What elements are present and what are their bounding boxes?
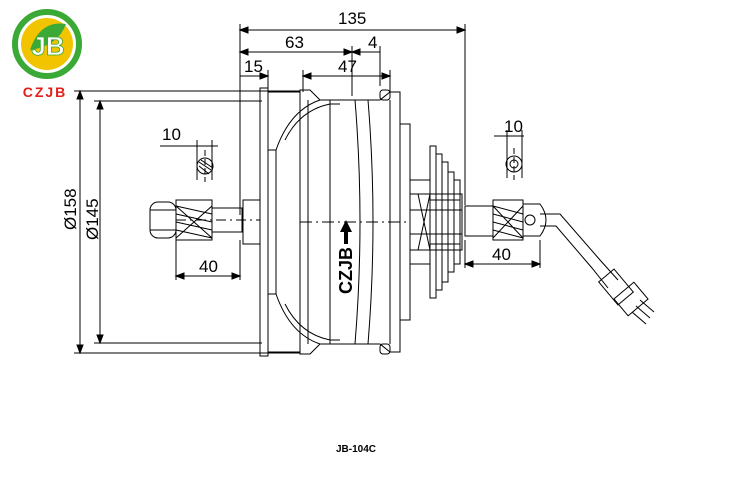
dim-diameter-outer: Ø158	[61, 188, 80, 230]
up-arrow-icon	[340, 220, 352, 244]
dim-right-axle-length: 40	[492, 245, 511, 264]
model-label: JB-104C	[336, 444, 376, 455]
dim-left-axle-thread: 10	[162, 125, 181, 144]
brand-logo: JB CZJB	[12, 9, 82, 100]
logo-leaf	[30, 23, 66, 50]
dim-right-axle-thread: 10	[504, 117, 523, 136]
drawing-lines	[74, 24, 655, 357]
hub-body-mark: CZJB	[336, 247, 356, 294]
logo-brand-text: CZJB	[23, 84, 68, 100]
logo-emblem-letters: JB	[31, 31, 64, 61]
dim-overall-width: 135	[338, 9, 366, 28]
dim-offset: 4	[368, 33, 377, 52]
logo-ring	[12, 9, 82, 79]
dim-left-flange: 15	[244, 57, 263, 76]
dim-hub-to-flange: 63	[285, 33, 304, 52]
dim-diameter-inner: Ø145	[83, 198, 102, 240]
dim-left-axle-length: 40	[199, 257, 218, 276]
dim-hub-width: 47	[338, 57, 357, 76]
